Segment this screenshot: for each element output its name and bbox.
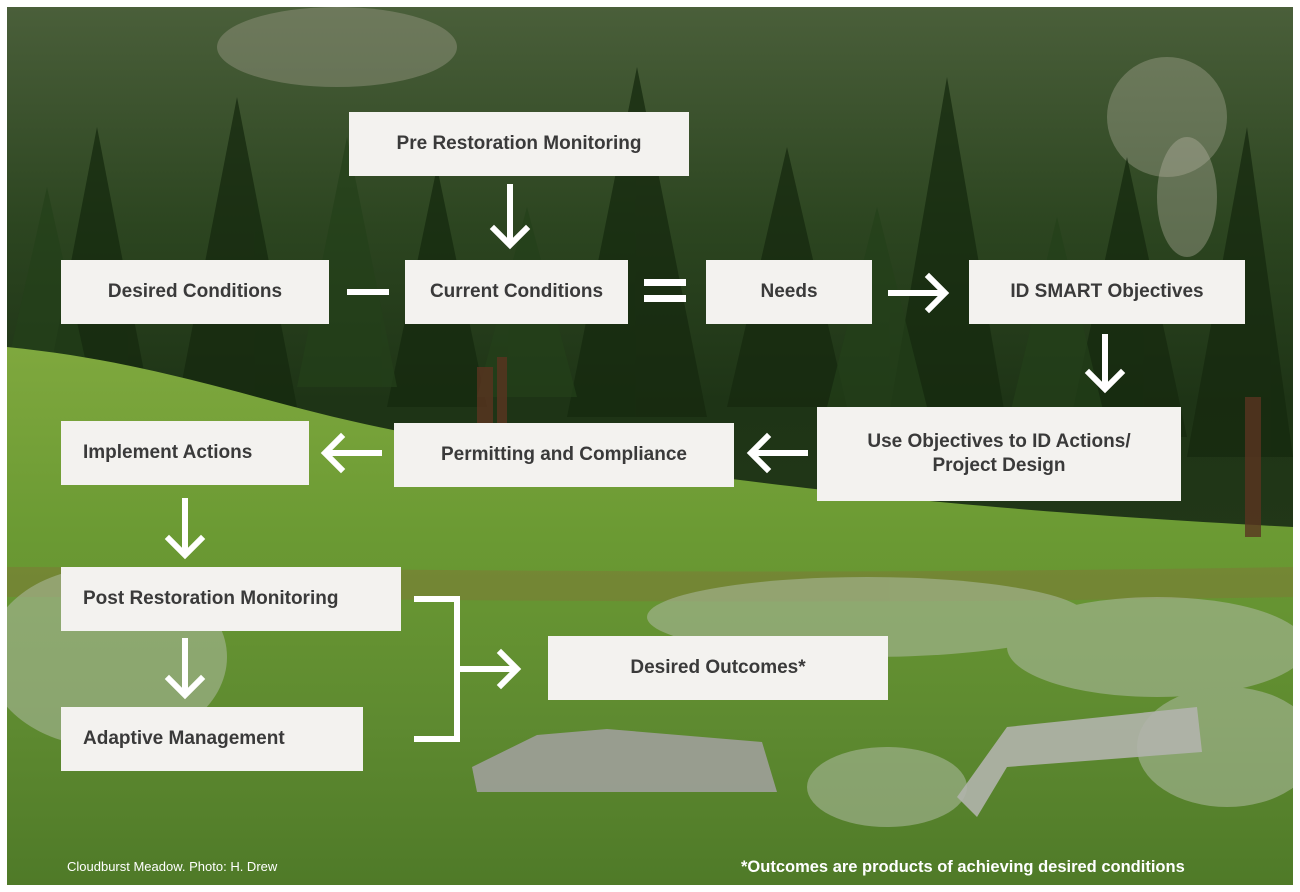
node-current-conditions: Current Conditions <box>405 260 628 324</box>
node-label: Desired Conditions <box>107 281 283 302</box>
photo-caption: Cloudburst Meadow. Photo: H. Drew <box>67 859 278 874</box>
node-needs: Needs <box>706 260 872 324</box>
arrow-implement-to-post <box>164 498 206 560</box>
minus-operator <box>347 289 389 295</box>
node-label: Adaptive Management <box>83 728 285 749</box>
arrow-pre-to-current <box>489 184 531 250</box>
node-label: ID SMART Objectives <box>1010 281 1204 302</box>
node-label: Use Objectives to ID Actions/ Project De… <box>867 431 1131 476</box>
node-label: Current Conditions <box>429 281 604 302</box>
arrow-use-to-permitting <box>746 432 808 474</box>
node-implement-actions: Implement Actions <box>61 421 309 485</box>
footnote: *Outcomes are products of achieving desi… <box>741 858 1185 876</box>
node-label: Post Restoration Monitoring <box>83 588 339 609</box>
node-label: Implement Actions <box>83 442 253 463</box>
node-permitting-compliance: Permitting and Compliance <box>394 423 734 487</box>
node-use-objectives: Use Objectives to ID Actions/ Project De… <box>817 407 1181 501</box>
equals-operator <box>644 279 686 303</box>
node-pre-restoration-monitoring: Pre Restoration Monitoring <box>349 112 689 176</box>
bracket-to-outcomes <box>414 596 522 742</box>
node-label: Pre Restoration Monitoring <box>396 133 642 154</box>
node-adaptive-management: Adaptive Management <box>61 707 363 771</box>
arrow-post-to-adaptive <box>164 638 206 700</box>
node-desired-outcomes: Desired Outcomes* <box>548 636 888 700</box>
connector-layer <box>164 184 1126 742</box>
node-label: Permitting and Compliance <box>441 444 687 465</box>
node-post-restoration-monitoring: Post Restoration Monitoring <box>61 567 401 631</box>
arrow-needs-to-smart <box>888 272 950 314</box>
node-desired-conditions: Desired Conditions <box>61 260 329 324</box>
node-label: Needs <box>760 281 818 302</box>
arrow-smart-to-use <box>1084 334 1126 394</box>
node-id-smart-objectives: ID SMART Objectives <box>969 260 1245 324</box>
diagram-frame: Pre Restoration Monitoring Desired Condi… <box>7 7 1293 885</box>
arrow-permitting-to-implement <box>320 432 382 474</box>
node-label: Desired Outcomes* <box>630 657 806 678</box>
